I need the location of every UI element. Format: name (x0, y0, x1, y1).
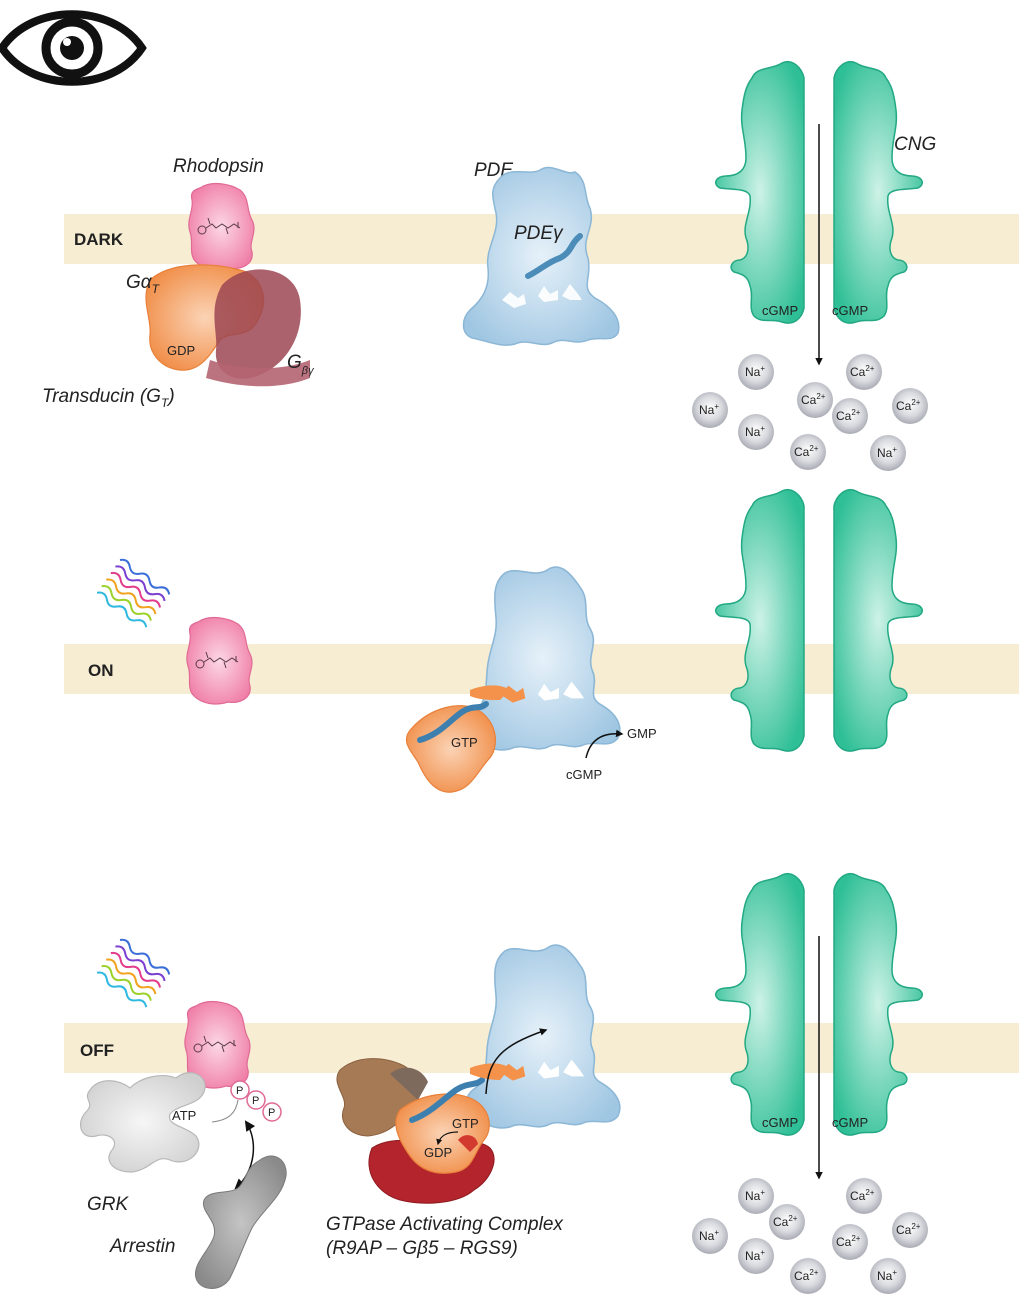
cng-channel-dark: cGMP cGMP (714, 60, 924, 324)
svg-text:Ca2+: Ca2+ (836, 1234, 861, 1249)
dark-label: DARK (74, 230, 124, 249)
svg-text:Ca2+: Ca2+ (850, 364, 875, 379)
transducin-dark: GDP (145, 264, 310, 387)
arrestin-label: Arrestin (109, 1236, 175, 1257)
ion-ca: Ca2+ (846, 354, 882, 390)
gdp-off: GDP (424, 1145, 452, 1160)
phosphate: P (262, 1102, 282, 1122)
atp-label: ATP (172, 1108, 196, 1123)
cgmp-right-dark: cGMP (832, 303, 868, 318)
svg-text:P: P (268, 1107, 275, 1119)
svg-text:Na+: Na+ (877, 445, 897, 460)
cng-label: CNG (894, 134, 936, 155)
off-label: OFF (80, 1041, 114, 1060)
pde-off (464, 944, 621, 1129)
cgmp-left-off: cGMP (762, 1115, 798, 1130)
on-panel: ON GTP GMP cGMP (64, 488, 1019, 793)
cng-channel-on (714, 488, 924, 752)
gtp-on: GTP (451, 735, 478, 750)
gdp-dark: GDP (167, 343, 195, 358)
cng-channel-off: cGMP cGMP (714, 872, 924, 1136)
cgmp-left-dark: cGMP (762, 303, 798, 318)
svg-text:Na+: Na+ (745, 424, 765, 439)
ion-na: Na+ (738, 414, 774, 450)
pde-gamma-chain (525, 233, 583, 279)
svg-text:Ca2+: Ca2+ (896, 1222, 921, 1237)
svg-text:Ca2+: Ca2+ (801, 392, 826, 407)
svg-text:Ca2+: Ca2+ (850, 1188, 875, 1203)
arrestin-binding-arrow (234, 1120, 256, 1190)
g-beta-gamma-label: Gβγ (287, 352, 315, 377)
svg-text:P: P (236, 1085, 243, 1097)
pde-gamma-label: PDEγ (514, 223, 564, 244)
light-wave-icon (94, 556, 172, 631)
gtp-hydrolysis-arrow (436, 1131, 459, 1146)
cgmp-label-on: cGMP (566, 767, 602, 782)
cgmp-right-off: cGMP (832, 1115, 868, 1130)
svg-text:Ca2+: Ca2+ (896, 398, 921, 413)
svg-text:Na+: Na+ (745, 1248, 765, 1263)
off-panel: OFF P P P ATP GRK Arrestin (64, 872, 1019, 1294)
ion-ca: Ca2+ (790, 434, 826, 470)
ion-ca: Ca2+ (832, 398, 868, 434)
svg-text:P: P (252, 1095, 259, 1107)
ion-ca: Ca2+ (769, 1204, 805, 1240)
phosphate: P (230, 1080, 250, 1100)
pde-release-arrow (485, 1028, 548, 1095)
ion-na: Na+ (870, 435, 906, 471)
ion-na: Na+ (692, 392, 728, 428)
gap-complex: GTP GDP (336, 1028, 548, 1204)
arrestin-protein (194, 1155, 287, 1289)
gap-label-line2: (R9AP – Gβ5 – RGS9) (326, 1238, 518, 1259)
gtp-off: GTP (452, 1116, 479, 1131)
ion-ca: Ca2+ (892, 388, 928, 424)
grk-kinase: ATP (79, 1072, 242, 1173)
svg-text:Ca2+: Ca2+ (773, 1214, 798, 1229)
ion-na: Na+ (738, 1178, 774, 1214)
ion-ca: Ca2+ (797, 382, 833, 418)
dark-panel: DARK Rhodopsin GDP GαT Gβγ Transducin (G… (42, 60, 1019, 471)
svg-text:Na+: Na+ (877, 1268, 897, 1283)
ion-na: Na+ (738, 354, 774, 390)
hydrolysis-arrow (585, 729, 624, 759)
svg-text:Ca2+: Ca2+ (836, 408, 861, 423)
transducin-label: Transducin (GT) (42, 386, 175, 410)
grk-label: GRK (87, 1194, 130, 1215)
rhodopsin-on (186, 616, 253, 705)
ion-ca: Ca2+ (892, 1212, 928, 1248)
rhodopsin-dark (188, 182, 255, 271)
ion-na: Na+ (738, 1238, 774, 1274)
ion-ca: Ca2+ (790, 1258, 826, 1294)
gap-label-line1: GTPase Activating Complex (326, 1214, 564, 1235)
eye-icon (0, 10, 147, 86)
gmp-label: GMP (627, 726, 657, 741)
ion-na: Na+ (870, 1258, 906, 1294)
svg-text:Na+: Na+ (699, 1228, 719, 1243)
svg-text:Na+: Na+ (745, 1188, 765, 1203)
rhodopsin-label: Rhodopsin (173, 156, 264, 177)
phosphorylation-arrow (211, 1099, 239, 1123)
g-alpha-label: GαT (126, 272, 161, 296)
svg-text:Ca2+: Ca2+ (794, 1268, 819, 1283)
ion-na: Na+ (692, 1218, 728, 1254)
light-wave-icon-off (94, 936, 172, 1011)
phosphates: P P P (230, 1080, 282, 1122)
phosphate: P (246, 1090, 266, 1110)
ion-ca: Ca2+ (832, 1224, 868, 1260)
ions-dark: Na+ Ca2+ Ca2+ Na+ Ca2+ Ca2+ Na+ Ca2+ Na+ (692, 354, 928, 471)
transducin-alpha-on: GTP (405, 685, 510, 793)
on-label: ON (88, 661, 114, 680)
ions-off: Na+ Ca2+ Ca2+ Na+ Ca2+ Ca2+ Na+ Ca2+ Na+ (692, 1178, 928, 1294)
svg-text:Ca2+: Ca2+ (794, 444, 819, 459)
svg-text:Na+: Na+ (699, 402, 719, 417)
ion-ca: Ca2+ (846, 1178, 882, 1214)
svg-text:Na+: Na+ (745, 364, 765, 379)
